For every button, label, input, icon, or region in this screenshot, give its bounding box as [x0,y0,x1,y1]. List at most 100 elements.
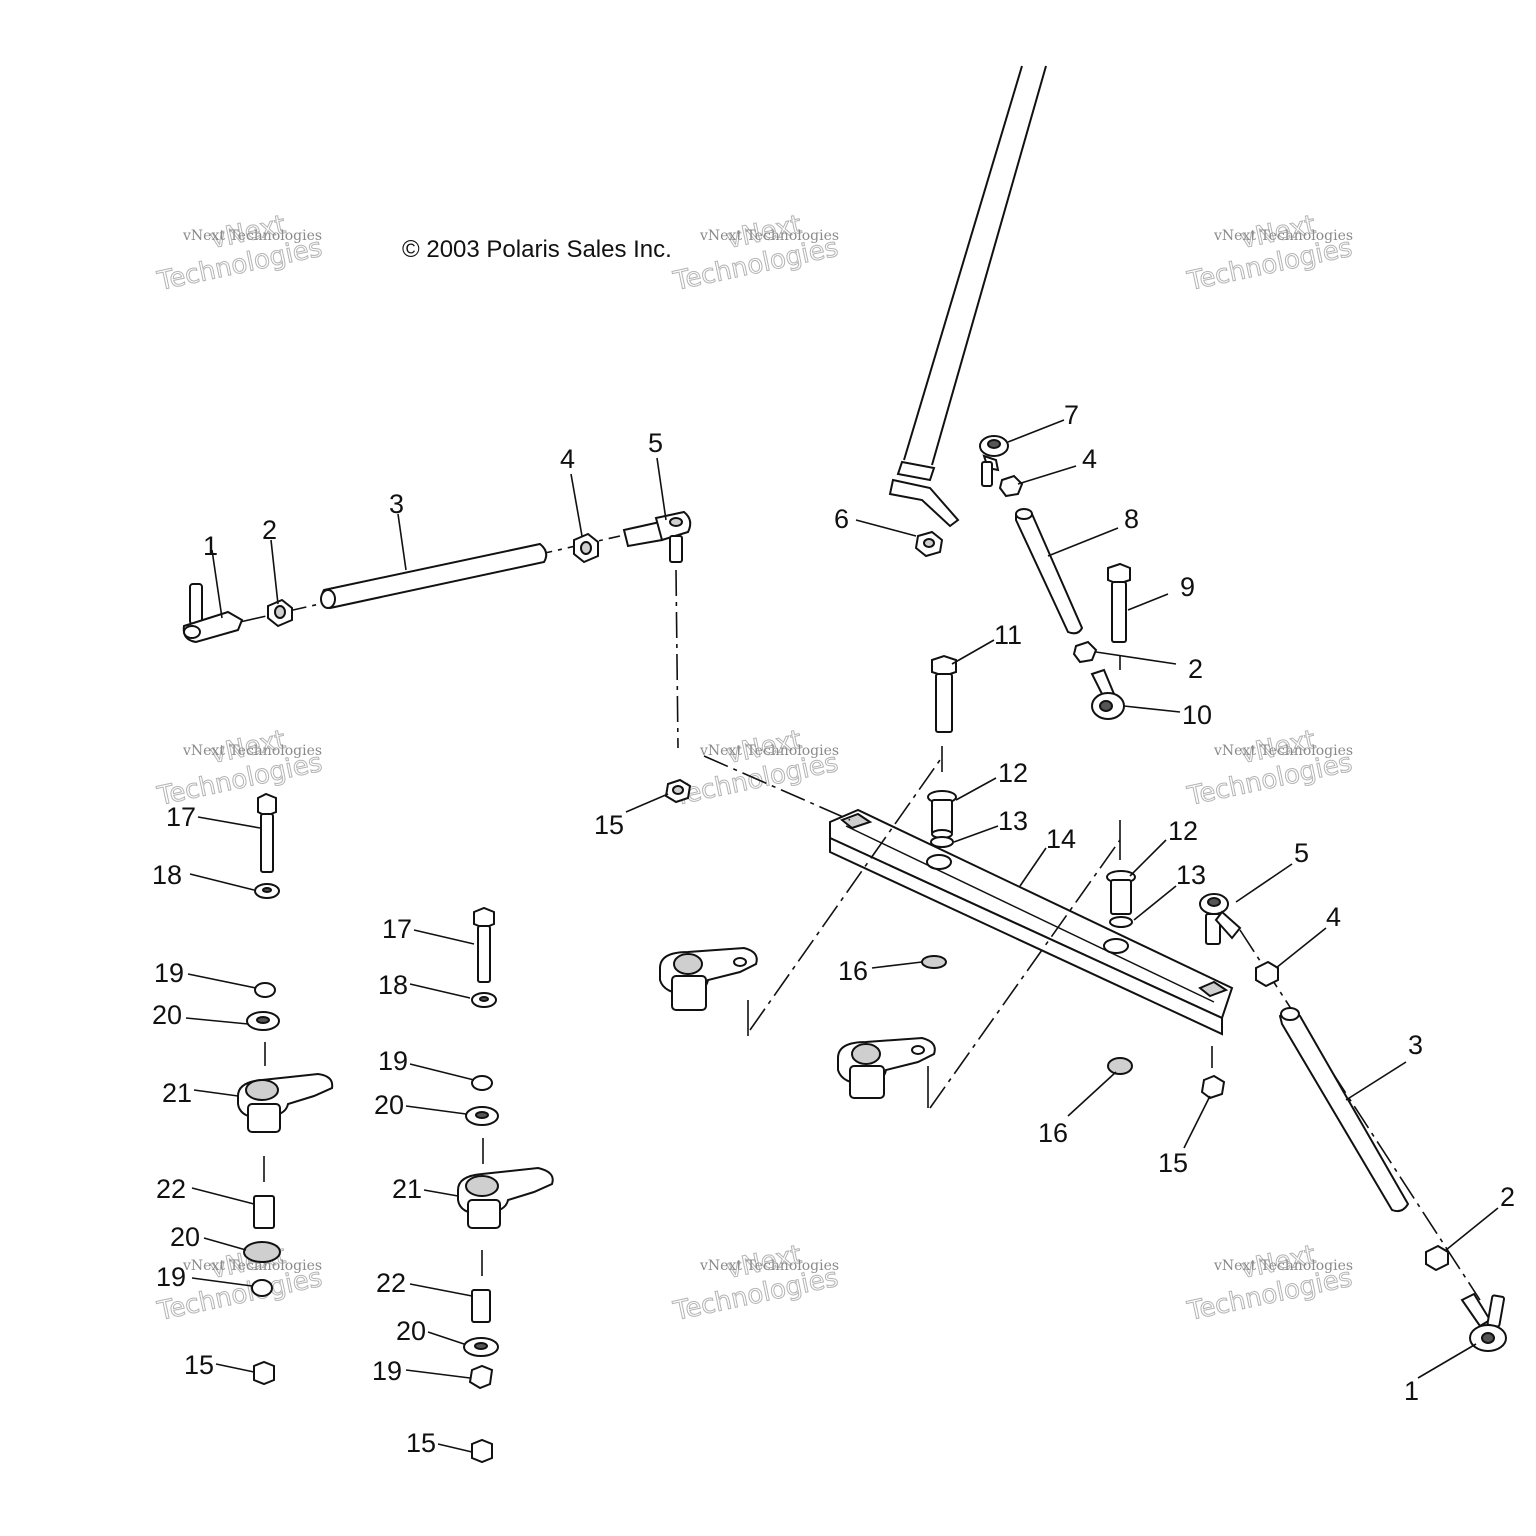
callout-16: 16 [838,956,868,986]
callout-16: 16 [1038,1118,1068,1148]
tie-rod-end [182,583,244,644]
watermark-text: vNext Technologies [1213,1258,1353,1274]
watermark-text: vNext Technologies [1213,743,1353,759]
watermark: vNext Technologies [670,209,842,297]
bolt [1107,562,1131,643]
callout-20: 20 [396,1316,426,1346]
steering-cross-member [829,808,1234,1036]
spindle-arm [837,1036,936,1099]
spindle-arm [659,946,758,1011]
bushing [1106,870,1136,915]
watermark: vNext Technologies [670,1239,842,1327]
tie-rod-tube [320,542,548,610]
link-rod [1015,508,1084,635]
callout-15: 15 [406,1428,436,1458]
tie-rod-end [1199,893,1242,945]
middle-spindle-stack [457,906,554,1464]
callout-5: 5 [1294,838,1309,868]
watermark: vNext Technologies [1184,724,1356,812]
callout-18: 18 [378,970,408,1000]
callout-6: 6 [834,504,849,534]
watermark-text: vNext Technologies [1213,228,1353,244]
tie-rod-tube [1278,1007,1410,1213]
washer-nut [1107,1057,1133,1075]
callout-20: 20 [152,1000,182,1030]
callout-12: 12 [998,758,1028,788]
callout-4: 4 [560,444,575,474]
rod-end [979,435,1009,487]
lock-nut [664,778,692,804]
watermark: vNext Technologies [154,209,326,297]
callout-13: 13 [998,806,1028,836]
watermark: vNext Technologies [670,724,842,812]
watermark: vNext Technologies [1184,209,1356,297]
callout-3: 3 [389,489,404,519]
callout-21: 21 [162,1078,192,1108]
callout-7: 7 [1064,400,1079,430]
callout-2: 2 [1500,1182,1515,1212]
watermark-text: vNext Technologies [182,1258,322,1274]
callout-10: 10 [1182,700,1212,730]
callout-19: 19 [372,1356,402,1386]
callout-12: 12 [1168,816,1198,846]
washer-nut [921,955,947,969]
watermark: vNext Technologies [154,724,326,812]
upper-left-tie-rod [182,510,692,644]
callout-8: 8 [1124,504,1139,534]
callout-20: 20 [374,1090,404,1120]
o-ring [930,836,954,848]
callout-17: 17 [382,914,412,944]
callout-2: 2 [1188,654,1203,684]
bolt [931,654,957,733]
callout-14: 14 [1046,824,1076,854]
callout-15: 15 [184,1350,214,1380]
left-spindle-stack [237,792,334,1386]
steering-post [888,65,1047,528]
rod-end [1090,668,1125,720]
tie-rod-end [1460,1292,1507,1352]
watermark-text: vNext Technologies [182,228,322,244]
callout-9: 9 [1180,572,1195,602]
callout-5: 5 [648,428,663,458]
bushing [927,790,957,839]
jam-nut [1425,1244,1449,1272]
callout-15: 15 [594,810,624,840]
tie-rod-end [622,510,692,563]
callout-18: 18 [152,860,182,890]
callout-4: 4 [1082,444,1097,474]
callout-15: 15 [1158,1148,1188,1178]
callout-17: 17 [166,802,196,832]
leader-lines [185,419,1499,1453]
callout-3: 3 [1408,1030,1423,1060]
callout-21: 21 [392,1174,422,1204]
o-ring [1109,916,1133,928]
callout-19: 19 [156,1262,186,1292]
watermark-text: vNext Technologies [182,743,322,759]
watermark: vNext Technologies [1184,1239,1356,1327]
callout-4: 4 [1326,902,1341,932]
jam-nut [1072,640,1098,664]
jam-nut [998,474,1024,498]
jam-nut [573,532,599,564]
lower-right-tie-rod [1199,893,1507,1352]
watermark-text: vNext Technologies [699,743,839,759]
callout-22: 22 [376,1268,406,1298]
jam-nut [1255,960,1279,988]
jam-nut [267,598,293,628]
upper-right-linkage [914,435,1131,720]
callout-20: 20 [170,1222,200,1252]
callout-labels: 1 2 3 4 5 7 4 6 8 9 2 10 11 12 13 14 12 … [152,400,1515,1458]
callout-1: 1 [203,531,218,561]
callout-13: 13 [1176,860,1206,890]
callout-19: 19 [154,958,184,988]
watermark-text: vNext Technologies [699,228,839,244]
watermark-text: vNext Technologies [699,1258,839,1274]
nut [914,530,944,558]
copyright-notice: © 2003 Polaris Sales Inc. [402,236,672,263]
callout-2: 2 [262,515,277,545]
callout-22: 22 [156,1174,186,1204]
callout-19: 19 [378,1046,408,1076]
lock-nut [1200,1074,1226,1100]
callout-1: 1 [1404,1376,1419,1406]
